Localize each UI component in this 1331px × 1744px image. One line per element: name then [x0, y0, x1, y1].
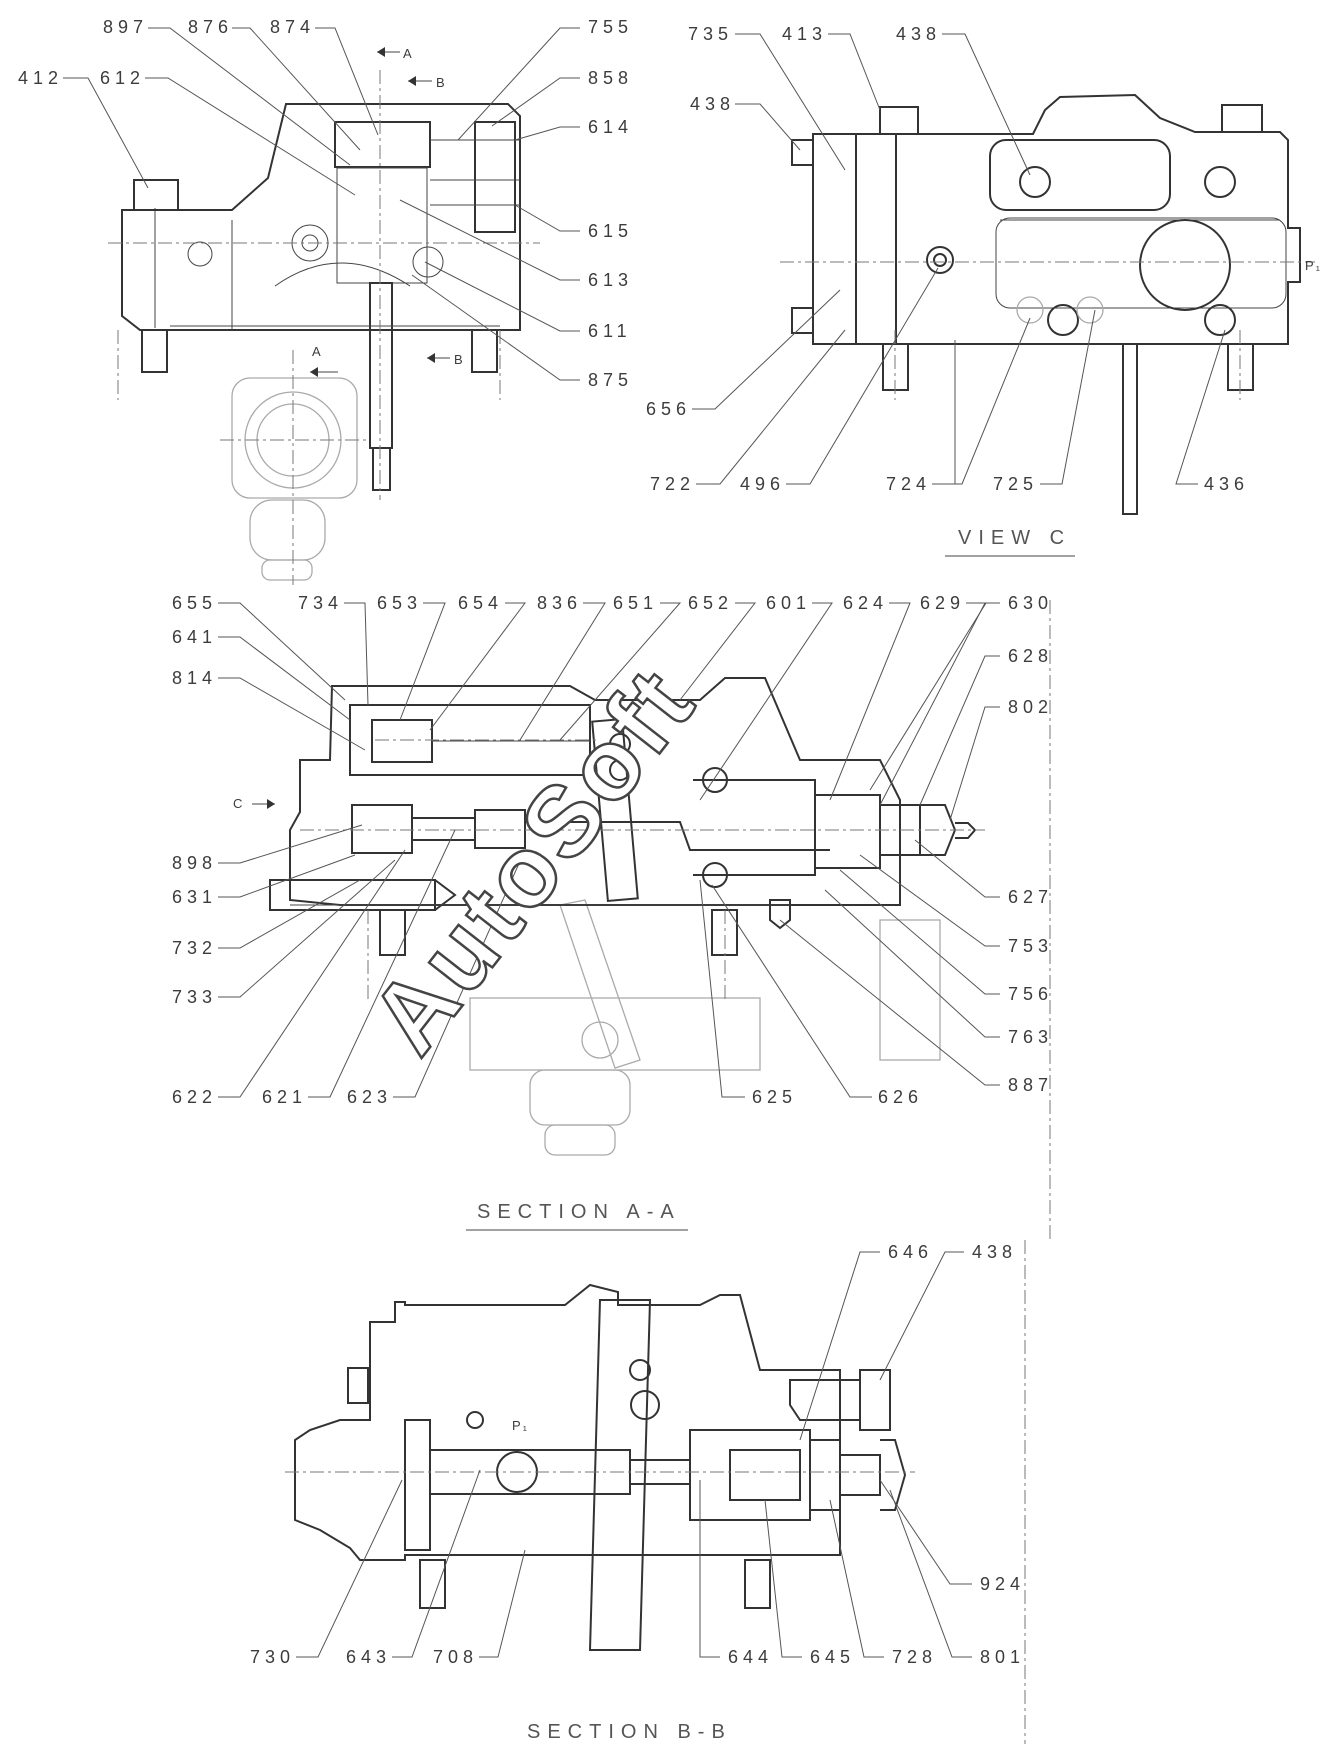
callout-858: 858 [588, 68, 633, 88]
callout-628: 628 [1008, 646, 1053, 666]
callout-730: 730 [250, 1647, 295, 1667]
callout-438-a: 438 [896, 24, 941, 44]
section-bb-title: SECTION B-B [527, 1721, 732, 1743]
view-arrow-c: C [233, 796, 244, 811]
callout-496: 496 [740, 474, 785, 494]
callout-641: 641 [172, 627, 217, 647]
section-marks-top-left: A B A B [310, 46, 465, 377]
callout-645: 645 [810, 1647, 855, 1667]
callout-735: 735 [688, 24, 733, 44]
callout-615: 615 [588, 221, 633, 241]
callout-898: 898 [172, 853, 217, 873]
callout-624: 624 [843, 593, 888, 613]
callout-626: 626 [878, 1087, 923, 1107]
callout-802: 802 [1008, 697, 1053, 717]
callout-631: 631 [172, 887, 217, 907]
callout-622: 622 [172, 1087, 217, 1107]
callout-655: 655 [172, 593, 217, 613]
section-aa-view: C [233, 600, 1051, 1240]
callout-756: 756 [1008, 984, 1053, 1004]
callout-725: 725 [993, 474, 1038, 494]
callout-708: 708 [433, 1647, 478, 1667]
section-aa-title: SECTION A-A [477, 1201, 681, 1223]
callout-625: 625 [752, 1087, 797, 1107]
callout-734: 734 [298, 593, 343, 613]
section-mark-b-bottom: B [454, 352, 465, 367]
callout-601: 601 [766, 593, 811, 613]
callout-627: 627 [1008, 887, 1053, 907]
callout-874: 874 [270, 17, 315, 37]
callout-438-c: 438 [972, 1242, 1017, 1262]
callout-732: 732 [172, 938, 217, 958]
callout-611: 611 [588, 321, 632, 341]
callout-753: 753 [1008, 936, 1053, 956]
callout-801: 801 [980, 1647, 1025, 1667]
section-mark-a-top: A [403, 46, 414, 61]
callout-654: 654 [458, 593, 503, 613]
view-c-title: VIEW C [958, 527, 1071, 549]
callout-814: 814 [172, 668, 217, 688]
callout-763: 763 [1008, 1027, 1053, 1047]
callout-836: 836 [537, 593, 582, 613]
section-aa-ghost [469, 899, 941, 1156]
callout-621: 621 [262, 1087, 307, 1107]
section-bb-callouts: 646 438 924 730 643 708 644 645 728 801 [250, 1242, 1025, 1667]
callout-652: 652 [688, 593, 733, 613]
ghost-lower-body [220, 350, 370, 585]
callout-651: 651 [613, 593, 658, 613]
autosoft-watermark: AutoSoft [349, 647, 717, 1074]
section-mark-a-bottom: A [312, 344, 323, 359]
callout-876: 876 [188, 17, 233, 37]
callout-733: 733 [172, 987, 217, 1007]
callout-438-b: 438 [690, 94, 735, 114]
callout-413: 413 [782, 24, 827, 44]
callout-644: 644 [728, 1647, 773, 1667]
callout-646: 646 [888, 1242, 933, 1262]
callout-728: 728 [892, 1647, 937, 1667]
port-label-p1-view-c: P₁ [1305, 258, 1322, 273]
callout-412: 412 [18, 68, 63, 88]
view-c: P₁ [780, 93, 1322, 515]
callout-623: 623 [347, 1087, 392, 1107]
callout-612: 612 [100, 68, 145, 88]
callout-643: 643 [346, 1647, 391, 1667]
section-aa-callouts: 655 734 653 654 836 651 652 601 624 629 … [172, 593, 1053, 1107]
top-left-view [108, 70, 540, 585]
callout-897: 897 [103, 17, 148, 37]
callout-724: 724 [886, 474, 931, 494]
view-c-callouts: 735 413 438 438 656 722 496 724 725 436 [646, 24, 1249, 494]
callout-614: 614 [588, 117, 633, 137]
callout-629: 629 [920, 593, 965, 613]
top-left-callouts: 897 876 874 755 858 614 412 612 615 613 … [18, 17, 633, 390]
callout-436: 436 [1204, 474, 1249, 494]
callout-875: 875 [588, 370, 633, 390]
callout-887: 887 [1008, 1075, 1053, 1095]
callout-656: 656 [646, 399, 691, 419]
callout-924: 924 [980, 1574, 1025, 1594]
callout-755: 755 [588, 17, 633, 37]
section-mark-b-top: B [436, 75, 447, 90]
callout-653: 653 [377, 593, 422, 613]
callout-722: 722 [650, 474, 695, 494]
port-label-p1-section-bb: P₁ [512, 1418, 529, 1433]
callout-630: 630 [1008, 593, 1053, 613]
callout-613: 613 [588, 270, 633, 290]
